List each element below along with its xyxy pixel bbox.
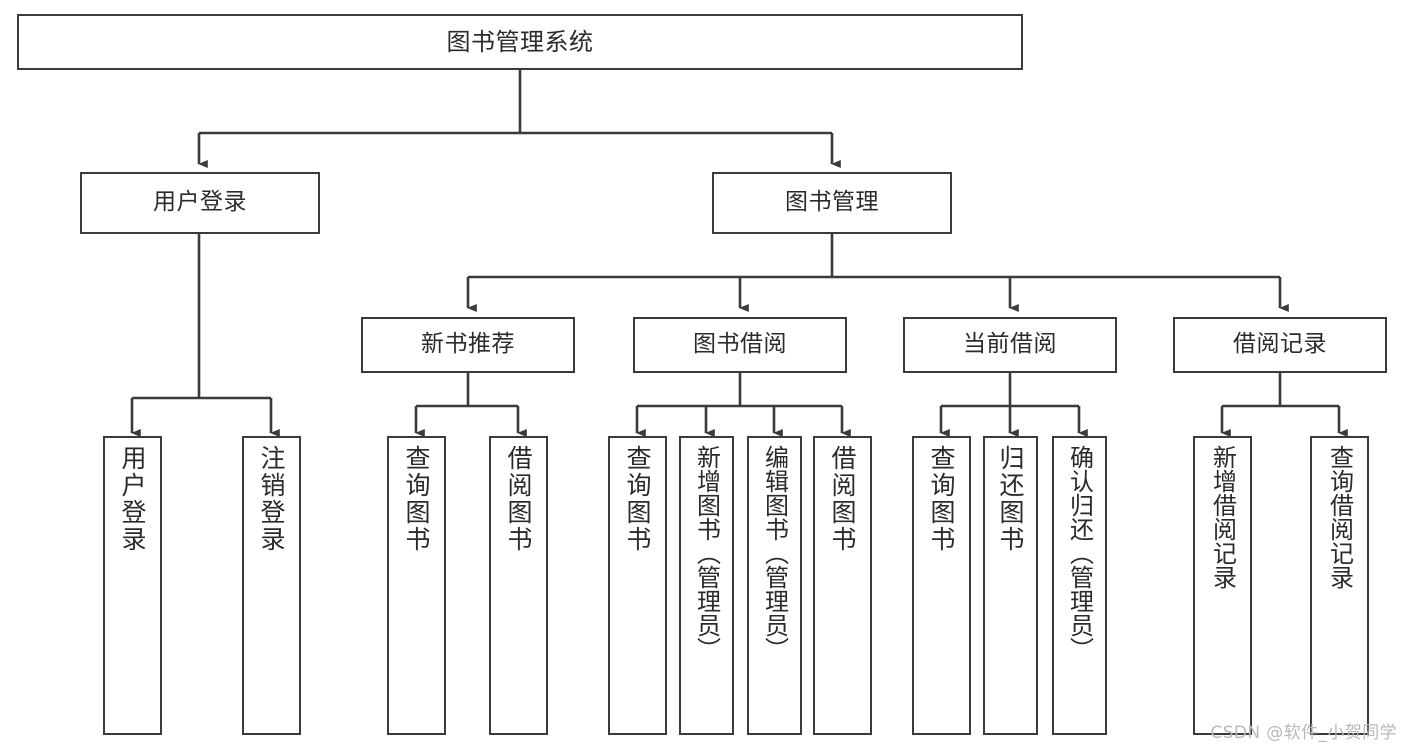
node-book-borrow[interactable]: 图书借阅 [633,317,847,373]
node-label: 查询借阅记录 [1325,445,1354,589]
node-label: 查询图书 [623,445,652,553]
node-new-book-recommend[interactable]: 新书推荐 [361,317,575,373]
node-borrow-record[interactable]: 借阅记录 [1173,317,1387,373]
node-leaf-add-borrow-record[interactable]: 新增借阅记录 [1193,436,1252,735]
node-user-login[interactable]: 用户登录 [80,172,320,234]
node-label: 图书管理 [785,189,879,216]
node-label: 借阅图书 [828,445,857,553]
node-label: 新增图书（管理员） [692,445,721,661]
node-leaf-add-book-admin[interactable]: 新增图书（管理员） [679,436,734,735]
node-leaf-logout-login[interactable]: 注销登录 [242,436,301,735]
node-label: 查询图书 [402,445,431,553]
node-label: 用户登录 [118,445,147,553]
node-current-borrow[interactable]: 当前借阅 [903,317,1117,373]
node-leaf-query-book-recommend[interactable]: 查询图书 [387,436,446,735]
node-label: 新书推荐 [421,331,515,358]
node-leaf-borrow-book-borrow[interactable]: 借阅图书 [813,436,872,735]
node-label: 用户登录 [153,189,247,216]
csdn-watermark: CSDN @软件_小贺同学 [1210,723,1397,743]
node-leaf-user-login[interactable]: 用户登录 [103,436,162,735]
node-label: 确认归还（管理员） [1065,445,1094,661]
node-leaf-confirm-return-admin[interactable]: 确认归还（管理员） [1052,436,1107,735]
node-leaf-borrow-book-recommend[interactable]: 借阅图书 [489,436,548,735]
node-label: 注销登录 [257,445,286,553]
node-label: 归还图书 [996,445,1025,553]
node-book-management[interactable]: 图书管理 [712,172,952,234]
node-label: 借阅记录 [1233,331,1327,358]
node-leaf-edit-book-admin[interactable]: 编辑图书（管理员） [747,436,802,735]
node-leaf-return-book[interactable]: 归还图书 [983,436,1038,735]
node-label: 当前借阅 [963,331,1057,358]
node-label: 图书借阅 [693,331,787,358]
node-root-book-management-system[interactable]: 图书管理系统 [17,14,1023,70]
node-leaf-query-book-current[interactable]: 查询图书 [912,436,971,735]
node-leaf-query-borrow-record[interactable]: 查询借阅记录 [1310,436,1369,735]
node-label: 新增借阅记录 [1208,445,1237,589]
node-label: 查询图书 [927,445,956,553]
node-leaf-query-book-borrow[interactable]: 查询图书 [608,436,667,735]
node-label: 图书管理系统 [446,27,594,56]
node-label: 借阅图书 [504,445,533,553]
node-label: 编辑图书（管理员） [760,445,789,661]
